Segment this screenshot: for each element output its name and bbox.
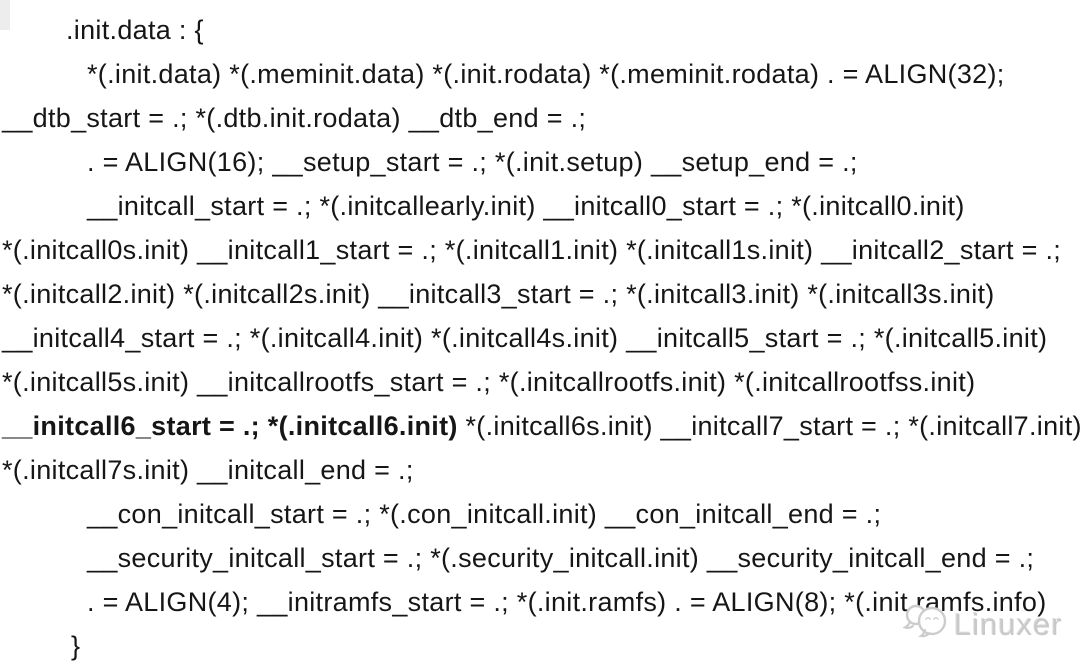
code-line: *(.initcall2.init) *(.initcall2s.init) _… [0,272,1080,316]
code-line: . = ALIGN(16); __setup_start = .; *(.ini… [0,140,1080,184]
code-line: . = ALIGN(4); __initramfs_start = .; *(.… [0,580,1080,624]
code-segment: . = ALIGN(4); __initramfs_start = .; *(.… [87,587,1047,617]
code-line: } [0,624,1080,668]
code-segment: *(.init.data) *(.meminit.data) *(.init.r… [87,59,1005,89]
code-line: __con_initcall_start = .; *(.con_initcal… [0,492,1080,536]
code-line: __initcall6_start = .; *(.initcall6.init… [0,404,1080,448]
code-segment: *(.initcall7s.init) __initcall_end = .; [2,455,414,485]
code-segment: *(.initcall6s.init) __initcall7_start = … [457,411,1080,441]
code-segment: __dtb_start = .; *(.dtb.init.rodata) __d… [2,103,587,133]
code-segment: __con_initcall_start = .; *(.con_initcal… [87,499,882,529]
code-line: *(.init.data) *(.meminit.data) *(.init.r… [0,52,1080,96]
code-block: .init.data : { *(.init.data) *(.meminit.d… [0,8,1080,668]
code-segment: *(.initcall2.init) *(.initcall2s.init) _… [2,279,995,309]
code-segment: } [71,631,81,661]
code-segment: __initcall4_start = .; *(.initcall4.init… [2,323,1048,353]
code-segment-bold: __initcall6_start = .; *(.initcall6.init… [2,411,458,441]
chat-bubbles-icon [902,601,949,648]
corner-artifact [0,0,10,30]
code-line: *(.initcall5s.init) __initcallrootfs_sta… [0,360,1080,404]
code-segment: .init.data : { [66,15,204,45]
code-line: __initcall_start = .; *(.initcallearly.i… [0,184,1080,228]
code-line: __security_initcall_start = .; *(.securi… [0,536,1080,580]
watermark-label: Linuxer [954,606,1063,642]
code-segment: *(.initcall5s.init) __initcallrootfs_sta… [2,367,976,397]
code-segment: . = ALIGN(16); __setup_start = .; *(.ini… [87,147,858,177]
watermark: Linuxer [902,601,1063,648]
code-line: __initcall4_start = .; *(.initcall4.init… [0,316,1080,360]
code-line: *(.initcall0s.init) __initcall1_start = … [0,228,1080,272]
code-line: *(.initcall7s.init) __initcall_end = .; [0,448,1080,492]
code-segment: __initcall_start = .; *(.initcallearly.i… [87,191,965,221]
code-line: .init.data : { [0,8,1080,52]
code-segment: __security_initcall_start = .; *(.securi… [87,543,1035,573]
code-segment: *(.initcall0s.init) __initcall1_start = … [2,235,1062,265]
code-line: __dtb_start = .; *(.dtb.init.rodata) __d… [0,96,1080,140]
